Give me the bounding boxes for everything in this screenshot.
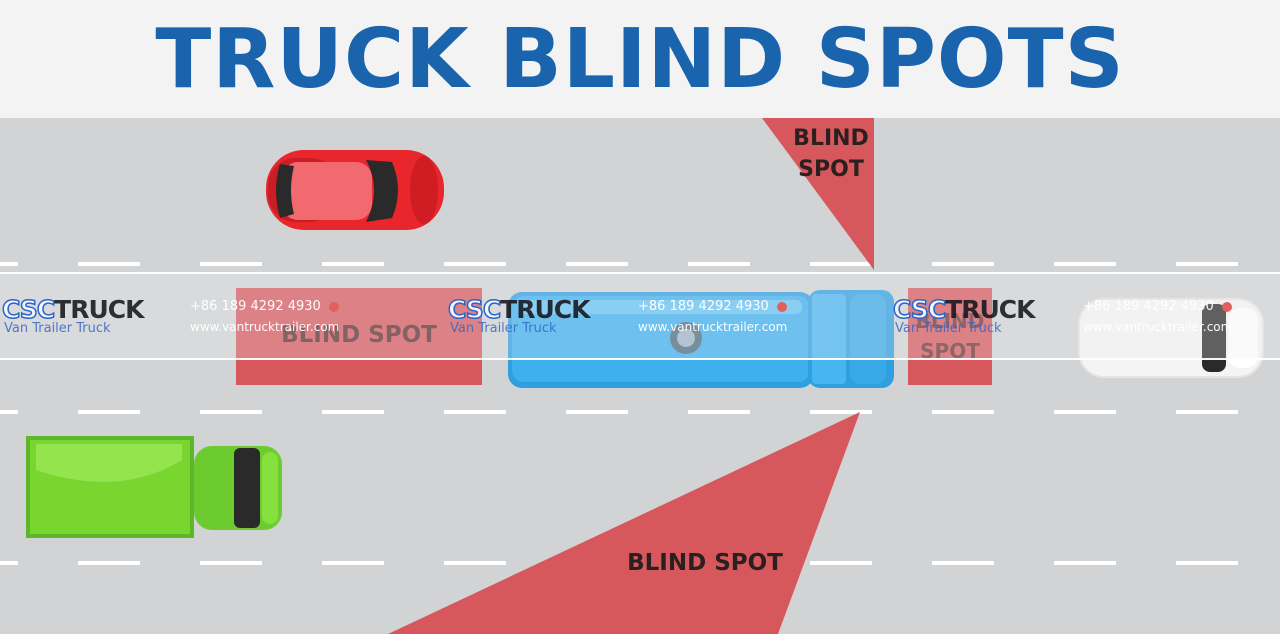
green-truck [26, 436, 282, 538]
watermark-logo: CSCTRUCK [1, 295, 144, 325]
blind-spot-label-top: BLIND SPOT [790, 123, 872, 185]
watermark-url: www.vantrucktrailer.com [190, 320, 340, 334]
blind-spot-zone-top [762, 118, 874, 270]
blind-spot-zone-bottom [388, 412, 860, 634]
watermark-logo: CSCTRUCK [892, 295, 1035, 325]
watermark-logo-csc: CSC [1, 295, 56, 325]
blind-spot-label-front-line1: BLIND [915, 309, 985, 333]
blind-spot-label-top-line1: BLIND [793, 126, 869, 151]
page-title: TRUCK BLIND SPOTS [155, 12, 1125, 107]
watermark-phone-row: +86 189 4292 4930 [638, 299, 787, 315]
blind-spot-label-rear: BLIND SPOT [281, 322, 437, 348]
watermark-3: CSCTRUCK Van Trailer Truck +86 189 4292 … [892, 295, 1273, 340]
phone-icon [1221, 301, 1232, 312]
blind-spot-zone-front [908, 288, 992, 385]
lane-line-1 [0, 262, 1238, 266]
watermark-url: www.vantrucktrailer.com [638, 320, 788, 334]
watermark-logo: CSCTRUCK [447, 295, 590, 325]
tanker-truck [508, 290, 894, 388]
watermark-phone: +86 189 4292 4930 [638, 299, 769, 314]
phone-icon [328, 301, 339, 312]
lane-line-2 [0, 410, 1238, 414]
header-banner [0, 0, 1280, 118]
watermark-phone: +86 189 4292 4930 [1083, 299, 1214, 314]
watermark-logo-csc: CSC [892, 295, 947, 325]
watermark-logo-truck: TRUCK [945, 295, 1035, 324]
watermark-logo-truck: TRUCK [500, 295, 590, 324]
watermark-logo-csc: CSC [447, 295, 502, 325]
blind-spot-label-bottom: BLIND SPOT [627, 550, 783, 576]
watermark-url: www.vantrucktrailer.com [1083, 320, 1233, 334]
phone-icon [776, 301, 787, 312]
watermark-phone-row: +86 189 4292 4930 [190, 299, 339, 315]
blind-spot-label-top-line2: SPOT [798, 157, 864, 182]
watermark-logo-truck: TRUCK [54, 295, 144, 324]
watermark-subtitle: Van Trailer Truck [895, 321, 1002, 336]
watermark-band [0, 272, 1280, 360]
blind-spot-zone-rear [236, 288, 482, 385]
watermark-2: CSCTRUCK Van Trailer Truck +86 189 4292 … [447, 295, 868, 340]
watermark-phone: +86 189 4292 4930 [190, 299, 321, 314]
watermark-phone-row: +86 189 4292 4930 [1083, 299, 1232, 315]
watermark-subtitle: Van Trailer Truck [4, 321, 111, 336]
red-car [266, 150, 444, 230]
watermark-subtitle: Van Trailer Truck [450, 321, 557, 336]
watermark-1: CSCTRUCK Van Trailer Truck +86 189 4292 … [1, 295, 422, 340]
